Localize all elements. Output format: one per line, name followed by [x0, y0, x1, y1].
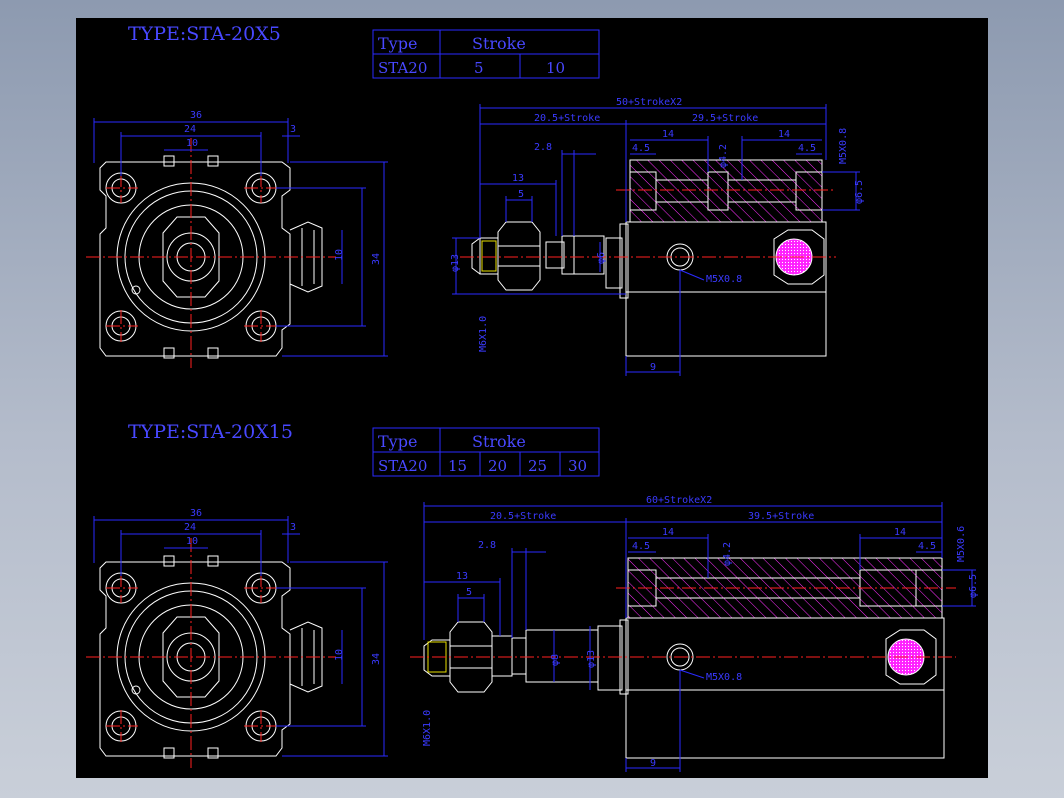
dim-phi-6: φ6	[596, 252, 607, 264]
dim-phi-13: φ13	[586, 650, 597, 668]
dim-phi-4-2: φ4.2	[718, 144, 729, 168]
table-2-stroke-20: 20	[488, 457, 507, 475]
dim-4-5-right: 4.5	[798, 143, 816, 154]
dim-5: 5	[518, 189, 524, 200]
drawing-1-front-view: 36 24 10 3 34 10	[86, 110, 388, 368]
dim-4-5-left: 4.5	[632, 541, 650, 552]
cad-drawing: TYPE:STA-20X5 Type Stroke STA20 5 10	[86, 23, 979, 772]
dim-3: 3	[290, 522, 296, 533]
drawing-2-stroke-table: Type Stroke STA20 15 20 25 30	[372, 427, 600, 477]
dim-34: 34	[371, 253, 382, 265]
dim-left-length: 20.5+Stroke	[534, 113, 600, 124]
drawing-2-front-view: 36 24 10 3 34 10	[86, 508, 388, 768]
table-1-header-type: Type	[378, 34, 417, 53]
table-1-stroke-5: 5	[474, 59, 484, 77]
table-2-model: STA20	[378, 457, 427, 475]
dim-10-vertical: 10	[334, 649, 345, 661]
port-label-m5x0-8: M5X0.8	[706, 672, 742, 683]
table-2-header-type: Type	[378, 432, 417, 451]
dim-10-vertical: 10	[334, 249, 345, 261]
drawing-1-stroke-table: Type Stroke STA20 5 10	[372, 29, 600, 79]
dim-14-right: 14	[778, 129, 790, 140]
table-2-stroke-15: 15	[448, 457, 467, 475]
dim-total-length: 60+StrokeX2	[646, 495, 712, 506]
dim-m5x0-8-top: M5X0.8	[838, 128, 849, 164]
dim-4-5-right: 4.5	[918, 541, 936, 552]
dim-14-left: 14	[662, 129, 674, 140]
table-1-model: STA20	[378, 59, 427, 77]
dim-34: 34	[371, 653, 382, 665]
drawing-1-title: TYPE:STA-20X5	[128, 23, 281, 45]
dim-10: 10	[186, 138, 198, 149]
dim-9: 9	[650, 758, 656, 769]
dim-phi-6-5: φ6.5	[854, 180, 865, 204]
dim-5: 5	[466, 587, 472, 598]
table-1-stroke-10: 10	[546, 59, 565, 77]
dim-24: 24	[184, 522, 196, 533]
dim-14-left: 14	[662, 527, 674, 538]
dim-4-5-left: 4.5	[632, 143, 650, 154]
dim-m5x0-6-top: M5X0.6	[956, 526, 967, 562]
dim-right-length: 29.5+Stroke	[692, 113, 758, 124]
dim-total-length: 50+StrokeX2	[616, 97, 682, 108]
dim-13: 13	[456, 571, 468, 582]
dim-phi-4-2: φ4.2	[722, 542, 733, 566]
dim-24: 24	[184, 124, 196, 135]
drawing-2-title: TYPE:STA-20X15	[128, 421, 293, 443]
dim-36: 36	[190, 508, 202, 519]
dim-right-length: 39.5+Stroke	[748, 511, 814, 522]
port-label-m5x0-8: M5X0.8	[706, 274, 742, 285]
dim-2-8: 2.8	[478, 540, 496, 551]
table-2-stroke-25: 25	[528, 457, 547, 475]
drawing-2-side-view: 60+StrokeX2 20.5+Stroke 39.5+Stroke 14 1…	[410, 495, 979, 772]
dim-13: 13	[512, 173, 524, 184]
dim-3: 3	[290, 124, 296, 135]
table-2-header-stroke: Stroke	[472, 432, 526, 451]
dim-phi-13: φ13	[450, 254, 461, 272]
table-1-header-stroke: Stroke	[472, 34, 526, 53]
dim-10: 10	[186, 536, 198, 547]
dim-14-right: 14	[894, 527, 906, 538]
dim-2-8: 2.8	[534, 142, 552, 153]
dim-m6x1-0: M6X1.0	[422, 710, 433, 746]
dim-phi-8: φ8	[550, 654, 561, 666]
dim-36: 36	[190, 110, 202, 121]
dim-9: 9	[650, 362, 656, 373]
dim-phi-6-5: φ6.5	[968, 574, 979, 598]
cad-drawing-canvas: TYPE:STA-20X5 Type Stroke STA20 5 10	[76, 18, 988, 778]
dim-left-length: 20.5+Stroke	[490, 511, 556, 522]
drawing-1-side-view: 50+StrokeX2 20.5+Stroke 29.5+Stroke 14 1…	[450, 97, 865, 376]
drawing-1: TYPE:STA-20X5 Type Stroke STA20 5 10	[86, 23, 865, 376]
dim-m6x1-0: M6X1.0	[478, 316, 489, 352]
table-2-stroke-30: 30	[568, 457, 587, 475]
drawing-2: TYPE:STA-20X15 Type Stroke STA20 15 20 2…	[86, 421, 979, 772]
